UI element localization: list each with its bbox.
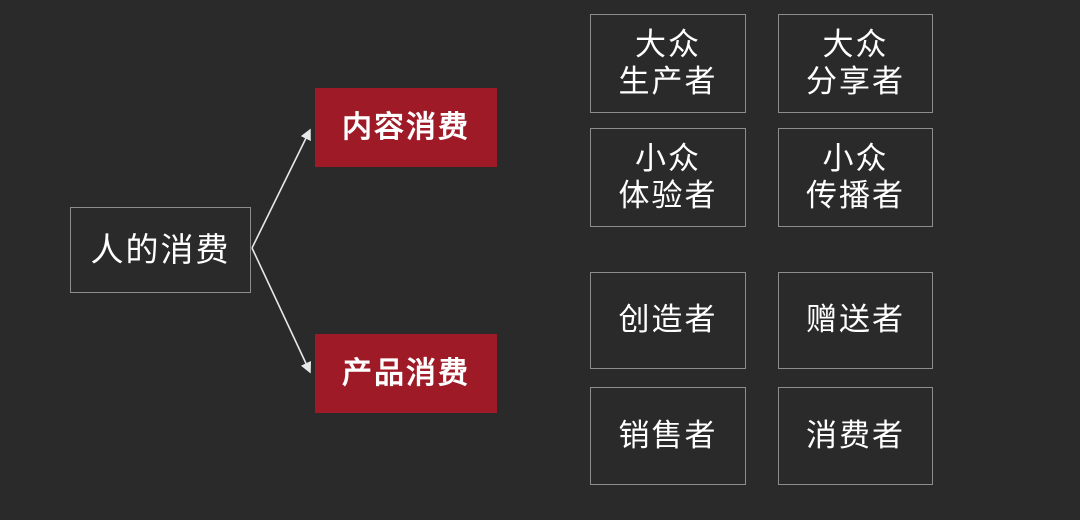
node-consumer[interactable]: 消费者	[778, 387, 933, 485]
node-content-consumption[interactable]: 内容消费	[315, 88, 497, 167]
node-mass-producer[interactable]: 大众 生产者	[590, 14, 746, 113]
node-creator[interactable]: 创造者	[590, 272, 746, 369]
node-gifter[interactable]: 赠送者	[778, 272, 933, 369]
node-mass-sharer[interactable]: 大众 分享者	[778, 14, 933, 113]
node-niche-experiencer[interactable]: 小众 体验者	[590, 128, 746, 227]
node-root-human-consumption[interactable]: 人的消费	[70, 207, 251, 293]
node-seller[interactable]: 销售者	[590, 387, 746, 485]
connector-root-to-content-consumption	[251, 128, 311, 249]
connector-root-to-product-consumption	[251, 247, 312, 374]
node-product-consumption[interactable]: 产品消费	[315, 334, 497, 413]
node-niche-disseminator[interactable]: 小众 传播者	[778, 128, 933, 227]
